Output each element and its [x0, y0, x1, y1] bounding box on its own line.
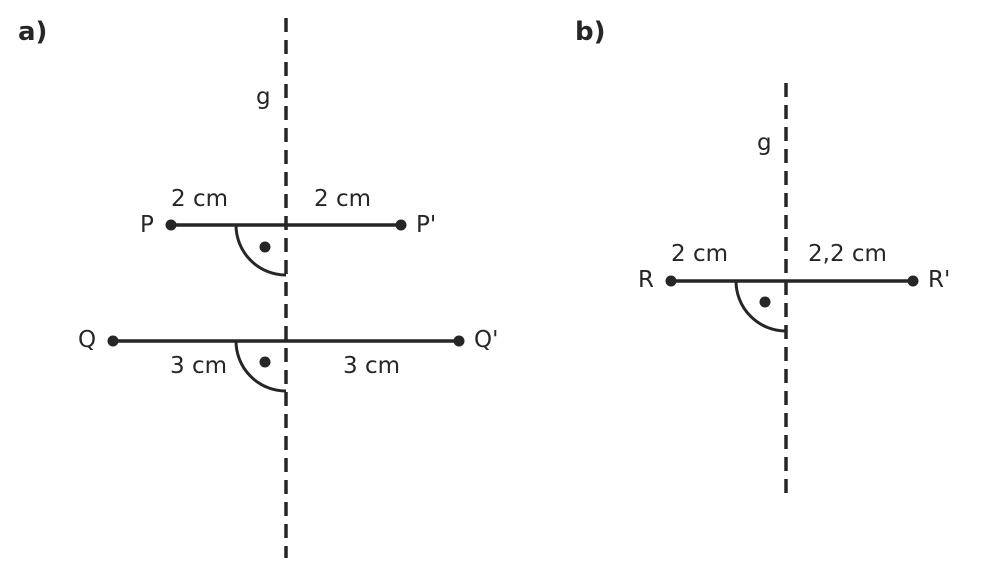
panel-a: a) g P P' 2 cm 2 cm Q Q' 3 cm 3 cm [18, 17, 498, 558]
right-angle-arc-p [234, 224, 287, 277]
panel-a-label: a) [18, 17, 47, 47]
point-p-prime [395, 219, 407, 231]
point-r-prime [907, 275, 919, 287]
panel-b: b) g R R' 2 cm 2,2 cm [575, 17, 950, 493]
label-r-prime: R' [928, 267, 950, 293]
distance-r-left: 2 cm [671, 241, 728, 267]
distance-p-left: 2 cm [171, 186, 228, 212]
right-angle-arc-q [234, 340, 287, 393]
label-p-prime: P' [416, 212, 436, 238]
label-q: Q [78, 327, 96, 353]
label-p: P [140, 212, 154, 238]
distance-p-right: 2 cm [314, 186, 371, 212]
right-angle-dot-r [759, 296, 771, 308]
panel-b-axis-label: g [757, 130, 772, 156]
point-r [665, 275, 677, 287]
point-p [165, 219, 177, 231]
panel-b-label: b) [575, 17, 606, 47]
distance-q-right: 3 cm [343, 353, 400, 379]
right-angle-dot-p [259, 241, 271, 253]
panel-a-axis-label: g [256, 84, 271, 110]
point-q-prime [453, 335, 465, 347]
distance-q-left: 3 cm [170, 353, 227, 379]
point-q [107, 335, 119, 347]
right-angle-arc-r [734, 280, 787, 333]
right-angle-dot-q [259, 356, 271, 368]
label-r: R [638, 267, 654, 293]
label-q-prime: Q' [474, 327, 498, 353]
distance-r-right: 2,2 cm [808, 241, 887, 267]
